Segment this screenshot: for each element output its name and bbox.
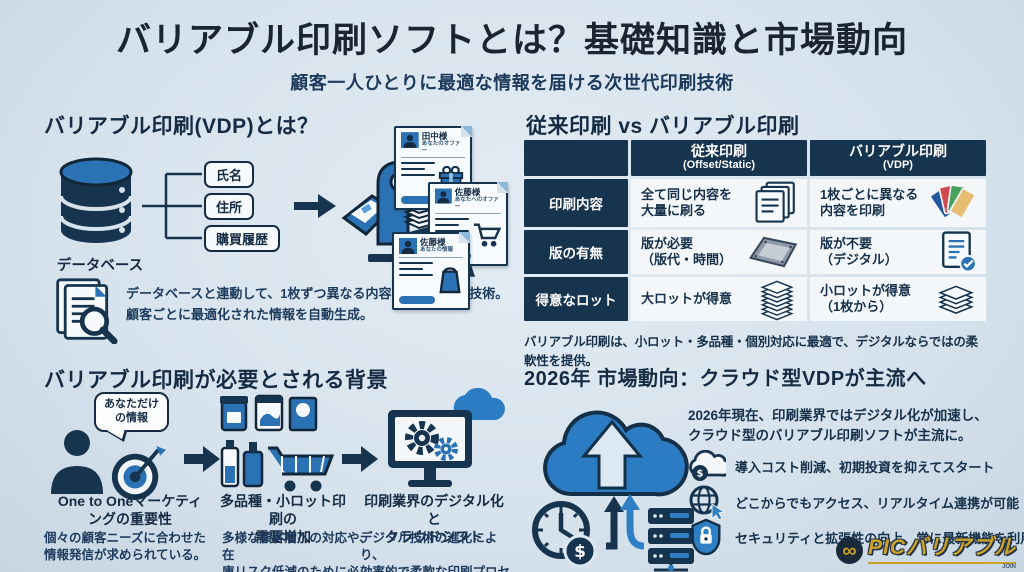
section-market: 2026年 市場動向：クラウド型VDPが主流へ $ [522, 362, 1024, 572]
printing-plate-icon [749, 236, 798, 268]
page-header: バリアブル印刷ソフトとは？基礎知識と市場動向 顧客一人ひとりに最適な情報を届ける… [0, 12, 1024, 95]
background-item-3-desc: デジタル技術の進化により、 効率的で柔軟な印刷プロセス が可能に。 [360, 531, 511, 572]
infinity-logo-icon: ∞ [835, 537, 863, 564]
market-heading: 2026年 市場動向：クラウド型VDPが主流へ [524, 368, 927, 390]
flyer-offer: あなたへのオファー [454, 196, 499, 210]
small-stack-icon [938, 285, 974, 314]
section-vdp: バリアブル印刷(VDP)とは？ データベース 氏名 住所 購買履歴 [42, 106, 512, 356]
brand-logo-badge: JOIN [1001, 564, 1016, 570]
background-item-2-title: 多品種・小ロット印刷の 需要増加 [220, 493, 346, 546]
field-tag-history: 購買履歴 [204, 225, 281, 252]
cloud-dollar-icon: $ [689, 450, 726, 481]
vdp-heading: バリアブル印刷(VDP)とは？ [44, 115, 319, 138]
arrow-right-icon [184, 446, 220, 472]
market-intro: 2026年現在、印刷業界ではデジタル化が加速し、 クラウド型のバリアブル印刷ソフ… [688, 408, 988, 444]
large-stack-icon [760, 280, 794, 321]
svg-text:$: $ [574, 542, 586, 562]
bag-icon [439, 266, 461, 293]
cell-traditional-plate: 版が必要 （版代・時間） [631, 230, 807, 274]
flyer-offer: あなたの情報 [420, 246, 454, 253]
flyer-name: 田中様 [421, 131, 448, 141]
column-header-traditional: 従来印刷 (Offset/Static) [631, 140, 807, 176]
arrow-right-icon [294, 194, 336, 218]
db-connector-lines [142, 172, 202, 240]
background-item-3-title: 印刷業界のデジタル化と クラウドシフト [364, 493, 504, 546]
avatar [399, 238, 417, 254]
arrow-right-icon [342, 446, 378, 472]
identical-copies-icon [755, 181, 795, 223]
background-item-1-title: One to Oneマーケティ ングの重要性 [57, 493, 203, 528]
monitor-gears-cloud-icon [388, 388, 505, 487]
cell-vdp-lot: 小ロットが得意 （1枚から） [810, 277, 986, 321]
cart-icon [473, 223, 501, 247]
database-icon [59, 157, 133, 243]
document-search-icon [56, 278, 118, 344]
avatar [401, 132, 419, 148]
shield-lock-icon [691, 518, 721, 556]
column-header-vdp: バリアブル印刷 (VDP) [810, 140, 986, 176]
person-icon [51, 430, 103, 494]
digital-doc-check-icon [942, 231, 977, 273]
flyer-name: 佐藤様 [454, 187, 481, 197]
page-fold [461, 126, 472, 137]
comparison-footnote: バリアブル印刷は、小ロット・多品種・個別対応に最適で、デジタルならではの柔軟性を… [524, 335, 978, 368]
page-subtitle: 顧客一人ひとりに最適な情報を届ける次世代印刷技術 [290, 73, 734, 93]
varied-cards-icon [929, 184, 976, 219]
globe-cursor-icon [689, 485, 726, 520]
comparison-heading: 従来印刷 vs バリアブル印刷 [526, 115, 800, 138]
field-tag-name: 氏名 [204, 161, 255, 188]
page-fold [459, 232, 470, 243]
market-bullet-3: セキュリティと拡張性の向上、常に最新機能を利用 [686, 518, 1024, 556]
page-fold [497, 182, 508, 193]
cloud-upload-illustration: $ [532, 410, 694, 572]
database-label: データベース [56, 258, 144, 274]
products-cart-icon [220, 394, 335, 492]
section-background: バリアブル印刷が必要とされる背景 あなただけ の情報 [42, 362, 512, 572]
brand-logo-text: PICバリアブル [867, 536, 1016, 559]
cell-vdp-plate: 版が不要 （デジタル） [810, 230, 986, 274]
row-label-plate: 版の有無 [524, 230, 628, 274]
field-tag-address: 住所 [204, 193, 255, 220]
personalized-flyer-3: 佐藤様 あなたの情報 [392, 232, 470, 310]
background-heading: バリアブル印刷が必要とされる背景 [44, 369, 388, 392]
cell-traditional-lot: 大ロットが得意 [631, 277, 807, 321]
speech-bubble: あなただけ の情報 [94, 392, 169, 432]
avatar [435, 188, 452, 204]
table-corner-cell [524, 140, 628, 176]
cell-traditional-content: 全て同じ内容を 大量に刷る [631, 179, 807, 227]
flyer-name: 佐藤様 [420, 237, 446, 247]
page-title: バリアブル印刷ソフトとは？基礎知識と市場動向 [115, 21, 908, 60]
row-label-lot: 得意なロット [524, 277, 628, 321]
section-comparison: 従来印刷 vs バリアブル印刷 従来印刷 (Offset/Static) バリア… [524, 106, 990, 368]
background-item-2-desc: 多様な顧客層への対応や、在 庫リスク低減のために必要。 [222, 531, 372, 572]
comparison-table: 従来印刷 (Offset/Static) バリアブル印刷 (VDP) 印刷内容 … [524, 140, 986, 321]
flyer-offer: あなたのオファー [421, 140, 461, 154]
market-bullet-2: どこからでもアクセス、リアルタイム連携が可能 [686, 484, 1019, 520]
cell-vdp-content: 1枚ごとに異なる 内容を印刷 [810, 179, 986, 227]
market-bullet-1: $ 導入コスト削減、初期投資を抑えてスタート [686, 450, 994, 482]
target-icon [111, 446, 166, 501]
brand-logo: ∞ PICバリアブル JOIN [835, 531, 1016, 570]
row-label-content: 印刷内容 [524, 179, 628, 227]
svg-text:$: $ [697, 469, 704, 480]
background-item-1-desc: 個々の顧客ニーズに合わせた 情報発信が求められている。 [44, 531, 207, 562]
